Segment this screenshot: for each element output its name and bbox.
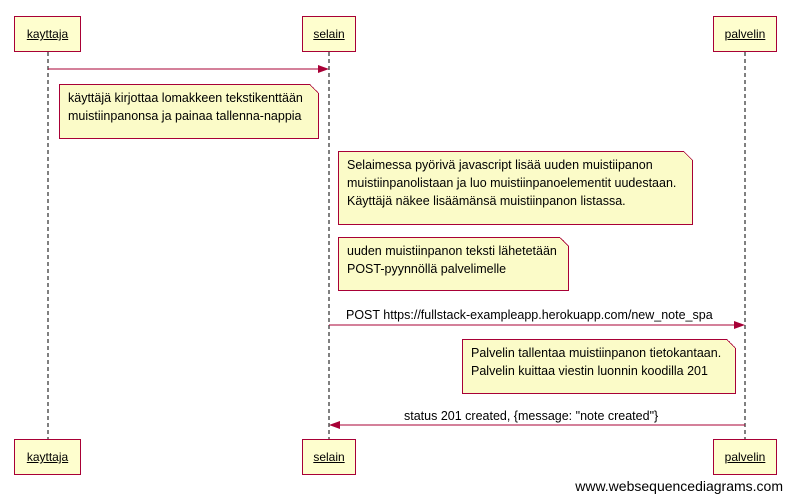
arrowhead-icon	[329, 421, 340, 429]
arrowhead-icon	[734, 321, 745, 329]
participant-kayttaja-bottom: kayttaja	[14, 439, 81, 475]
participant-selain-top: selain	[302, 16, 356, 52]
participant-kayttaja-top: kayttaja	[14, 16, 81, 52]
note-line: Selaimessa pyörivä javascript lisää uude…	[347, 158, 653, 172]
participant-palvelin-top: palvelin	[713, 16, 777, 52]
participant-selain-bottom: selain	[302, 439, 356, 475]
note-line: muistiinpanolistaan ja luo muistiinpanoe…	[347, 176, 677, 190]
message-response-label: status 201 created, {message: "note crea…	[404, 409, 659, 423]
note-line: uuden muistiinpanon teksti lähetetään	[347, 244, 557, 258]
note-fold-icon	[727, 339, 736, 348]
message-post-label: POST https://fullstack-exampleapp.heroku…	[346, 308, 713, 322]
note-line: Palvelin kuittaa viestin luonnin koodill…	[471, 364, 708, 378]
watermark-text[interactable]: www.websequencediagrams.com	[575, 478, 783, 494]
note-server-saves: Palvelin tallentaa muistiinpanon tietoka…	[462, 339, 736, 394]
note-line: käyttäjä kirjottaa lomakkeen tekstikentt…	[68, 91, 303, 105]
note-line: muistiinpanonsa ja painaa tallenna-nappi…	[68, 109, 302, 123]
arrowhead-icon	[318, 65, 329, 73]
participant-palvelin-bottom: palvelin	[713, 439, 777, 475]
note-javascript-updates: Selaimessa pyörivä javascript lisää uude…	[338, 151, 693, 225]
note-line: Käyttäjä näkee lisäämänsä muistiinpanon …	[347, 194, 626, 208]
note-user-writes: käyttäjä kirjottaa lomakkeen tekstikentt…	[59, 84, 319, 139]
note-fold-icon	[560, 237, 569, 246]
note-fold-icon	[310, 84, 319, 93]
note-post-sent: uuden muistiinpanon teksti lähetetään PO…	[338, 237, 569, 291]
note-fold-icon	[684, 151, 693, 160]
note-line: POST-pyynnöllä palvelimelle	[347, 262, 507, 276]
note-line: Palvelin tallentaa muistiinpanon tietoka…	[471, 346, 722, 360]
